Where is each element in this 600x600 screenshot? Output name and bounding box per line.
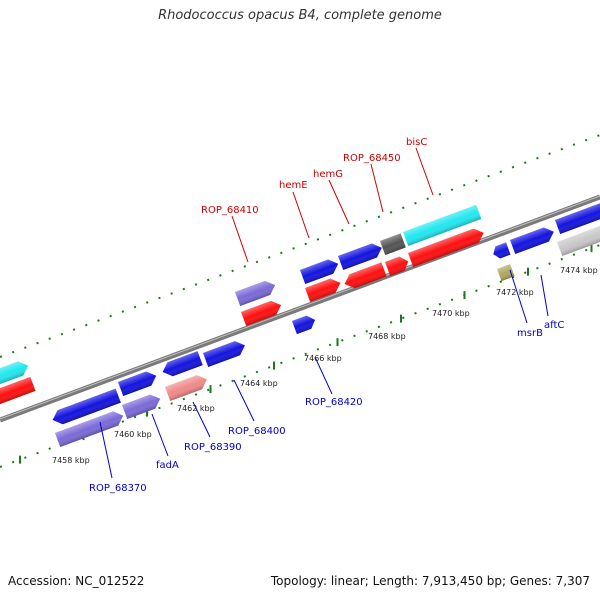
label-rop-68410[interactable]: ROP_68410 xyxy=(201,205,259,216)
gene-aftc[interactable] xyxy=(510,225,556,255)
label-aftc[interactable]: aftC xyxy=(544,320,564,331)
gene-rop-68410-pseudo-shade xyxy=(235,280,276,307)
gene-right-light[interactable] xyxy=(557,221,600,257)
scale-label-7468: 7468 kbp xyxy=(368,332,406,341)
gene-heme-rev[interactable] xyxy=(305,276,343,303)
label-bisc[interactable]: bisC xyxy=(406,137,427,148)
gene-rop-68390-shade xyxy=(162,351,203,377)
label-rop-68450[interactable]: ROP_68450 xyxy=(343,153,401,164)
scale-label-7466: 7466 kbp xyxy=(304,354,342,363)
gene-rop-68450[interactable] xyxy=(385,254,411,277)
gene-rrna-left-shade xyxy=(0,361,29,398)
label-rop-68390[interactable]: ROP_68390 xyxy=(184,442,242,453)
gene-rop-68390-pseudo-shade xyxy=(165,375,207,402)
leader-bisc xyxy=(415,147,434,196)
gene-msrb-shade xyxy=(493,242,511,259)
leader-rop-68370 xyxy=(99,421,113,479)
gene-bisc-rrna-shade xyxy=(403,204,482,247)
gene-rop-68410[interactable] xyxy=(241,298,284,327)
gene-rop-68370-shade xyxy=(52,388,121,425)
gene-rop-68410-pseudo[interactable] xyxy=(235,278,278,307)
gene-rop-68420-shade xyxy=(292,315,316,335)
gene-rop-68390-pseudo[interactable] xyxy=(165,372,210,402)
gene-rop-68400-shade xyxy=(203,341,245,368)
gene-rop-68400[interactable] xyxy=(203,338,248,368)
gene-hemg-rev-shade xyxy=(344,262,387,289)
label-hemg[interactable]: hemG xyxy=(313,169,343,180)
gene-rop-68420[interactable] xyxy=(292,313,317,335)
label-rop-68420[interactable]: ROP_68420 xyxy=(305,397,363,408)
label-rop-68400[interactable]: ROP_68400 xyxy=(228,426,286,437)
gene-rop-68450-shade xyxy=(385,256,409,277)
gene-rop-68370-pseudo[interactable] xyxy=(55,409,126,448)
gene-heme-rev-shade xyxy=(305,278,341,303)
gene-fada-pseudo[interactable] xyxy=(122,392,163,420)
scale-label-7464: 7464 kbp xyxy=(240,379,278,388)
gene-rop-68450-dark[interactable] xyxy=(380,233,406,256)
gene-msrb-misc[interactable] xyxy=(497,264,515,282)
gene-right-fwd-shade xyxy=(555,199,600,235)
scale-label-7458: 7458 kbp xyxy=(52,456,90,465)
gene-rop-68450-dark-shade xyxy=(380,233,406,256)
label-fada[interactable]: fadA xyxy=(156,460,179,471)
genome-backbone xyxy=(0,194,600,423)
gene-reverse-left[interactable] xyxy=(0,376,36,417)
scale-label-7472: 7472 kbp xyxy=(496,288,534,297)
genome-title: Rhodococcus opacus B4, complete genome xyxy=(158,8,442,23)
gene-msrb[interactable] xyxy=(491,242,511,260)
gene-right-fwd[interactable] xyxy=(555,199,600,235)
scale-label-7460: 7460 kbp xyxy=(114,430,152,439)
gene-rop-68370-pseudo-shade xyxy=(55,411,124,448)
scale-label-7474: 7474 kbp xyxy=(560,266,598,275)
gene-rop-68370[interactable] xyxy=(50,388,121,427)
leader-rop-68450 xyxy=(370,163,384,213)
gene-rrna-left[interactable] xyxy=(0,359,31,398)
leader-hemg xyxy=(328,179,350,225)
gene-fada-pseudo-shade xyxy=(122,394,161,420)
leader-rop-68410 xyxy=(231,215,249,263)
leader-rop-68390 xyxy=(192,401,211,438)
scale-label-7462: 7462 kbp xyxy=(177,404,215,413)
leader-rop-68420 xyxy=(314,356,333,395)
leader-aftc xyxy=(540,274,549,317)
gene-msrb-misc-shade xyxy=(497,264,515,282)
gene-right-light-shade xyxy=(557,221,600,257)
gene-aftc-shade xyxy=(510,227,554,255)
lower-scale-line xyxy=(0,244,600,468)
leader-fada xyxy=(151,413,169,457)
gene-reverse-left-shade xyxy=(0,376,36,415)
leader-heme xyxy=(292,191,310,239)
gene-hemg-rev[interactable] xyxy=(342,262,387,291)
gene-fada[interactable] xyxy=(118,369,159,397)
gene-hemg-shade xyxy=(338,243,382,271)
gene-rop-68410-shade xyxy=(241,300,282,327)
gene-fada-shade xyxy=(118,371,157,397)
label-leaders xyxy=(99,147,549,479)
label-msrb[interactable]: msrB xyxy=(517,328,543,339)
gene-bisc-rrna[interactable] xyxy=(403,204,482,247)
gene-features xyxy=(0,199,600,448)
gene-rop-68390[interactable] xyxy=(160,351,203,379)
gene-heme[interactable] xyxy=(300,257,341,285)
upper-grid-line xyxy=(0,134,600,358)
genome-summary-text: Topology: linear; Length: 7,913,450 bp; … xyxy=(270,574,590,588)
leader-msrb xyxy=(509,269,528,324)
gene-bisc-shade xyxy=(408,228,484,268)
accession-text: Accession: NC_012522 xyxy=(8,574,145,588)
scale-label-7470: 7470 kbp xyxy=(432,309,470,318)
label-rop-68370[interactable]: ROP_68370 xyxy=(89,483,147,494)
gene-heme-shade xyxy=(300,259,339,285)
leader-rop-68400 xyxy=(233,379,255,422)
label-heme[interactable]: hemE xyxy=(279,180,308,191)
gene-hemg[interactable] xyxy=(338,241,384,271)
gene-bisc[interactable] xyxy=(408,226,486,268)
genome-backbone-highlight xyxy=(0,195,600,420)
